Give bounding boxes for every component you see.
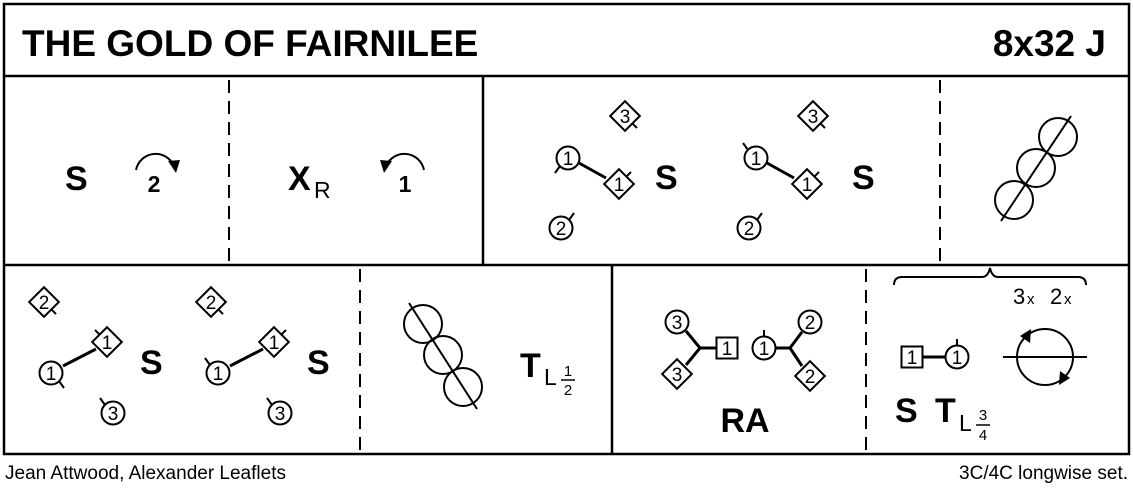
svg-text:3: 3 <box>620 107 631 128</box>
turn-letter: T <box>935 392 956 430</box>
reel-of-three-icon <box>403 302 483 410</box>
setting-label: S <box>852 159 875 197</box>
setting-label: S <box>307 344 330 382</box>
dancer-man-1: 1 <box>38 360 65 389</box>
turn-hand-subscript: L <box>959 410 972 436</box>
circle-turn-icon <box>1003 328 1087 386</box>
dancer-woman-2: 2 <box>195 286 227 318</box>
panel-bars-9-16: 3 1 1 2 S 3 1 1 2 <box>548 100 1078 241</box>
svg-text:1: 1 <box>102 333 113 354</box>
hands-link <box>578 161 607 180</box>
panel-bars-17-24: 2 1 1 3 S 2 1 1 3 <box>28 286 575 426</box>
svg-text:1: 1 <box>269 333 280 354</box>
dancer-woman-3: 3 <box>797 100 829 132</box>
dancer-man-1: 1 <box>944 339 970 370</box>
dancer-woman-1: 1 <box>900 345 924 369</box>
dancer-man-1: 1 <box>751 330 777 361</box>
dancer-woman-1: 1 <box>603 168 635 200</box>
svg-text:2: 2 <box>805 367 816 388</box>
turn-letter: T <box>520 347 541 385</box>
turn-clockwise-icon <box>135 152 180 173</box>
svg-text:1: 1 <box>952 348 963 369</box>
set-formation: 3C/4C longwise set. <box>959 463 1128 484</box>
dancer-woman-2: 2 <box>794 360 826 392</box>
turn-fraction-numerator: 3 <box>979 407 987 424</box>
dance-title: THE GOLD OF FAIRNILEE <box>22 23 478 64</box>
panel-bars-25-32: 3 3 1 1 2 2 RA <box>661 267 1087 444</box>
svg-text:1: 1 <box>759 339 770 360</box>
rights-and-lefts-label: RA <box>720 402 769 440</box>
svg-text:2: 2 <box>206 293 217 314</box>
turn-fraction-denominator: 2 <box>564 382 572 399</box>
dancer-man-1: 1 <box>554 145 581 174</box>
turn-fraction-denominator: 4 <box>979 427 987 444</box>
repeat-brace <box>893 267 1087 286</box>
dancer-woman-1: 1 <box>91 326 123 358</box>
dancer-man-2: 2 <box>548 212 575 241</box>
repeat-count-a: 3 <box>1013 284 1025 309</box>
setting-label: S <box>655 159 678 197</box>
dancer-woman-2: 2 <box>28 286 60 318</box>
cross-letter: X <box>288 160 311 198</box>
svg-text:1: 1 <box>563 149 574 170</box>
repeat-count-b-suffix: x <box>1064 291 1072 308</box>
dancer-woman-3: 3 <box>661 358 693 390</box>
turn-dancer-label: 2 <box>148 171 161 197</box>
svg-text:1: 1 <box>907 348 918 369</box>
panel-bars-1-8: S 2 X R 1 <box>65 152 425 203</box>
dancer-woman-1: 1 <box>258 326 290 358</box>
hands-link <box>229 347 264 368</box>
svg-text:2: 2 <box>556 219 567 240</box>
dancer-man-2: 2 <box>797 309 823 335</box>
turn-anticlockwise-icon <box>380 152 425 173</box>
svg-text:1: 1 <box>802 175 813 196</box>
dancer-man-3: 3 <box>664 309 690 335</box>
reel-of-three-icon <box>994 115 1078 222</box>
turn-fraction-numerator: 1 <box>564 363 572 380</box>
svg-text:1: 1 <box>751 149 762 170</box>
svg-text:1: 1 <box>722 339 733 360</box>
hands-across-link <box>775 331 804 367</box>
half-bar-dividers <box>228 80 941 451</box>
svg-text:3: 3 <box>672 313 683 334</box>
repeat-count-a-suffix: x <box>1027 291 1035 308</box>
svg-text:2: 2 <box>744 219 755 240</box>
hands-link <box>766 161 795 180</box>
card-frame <box>2 2 1131 456</box>
svg-text:1: 1 <box>614 175 625 196</box>
svg-text:3: 3 <box>108 404 119 425</box>
arrowhead <box>1059 371 1070 385</box>
setting-label: S <box>140 344 163 382</box>
turn-dancer-label: 1 <box>399 171 412 197</box>
dancer-man-3: 3 <box>266 397 293 426</box>
repeat-count-b: 2 <box>1050 284 1062 309</box>
dancer-man-1: 1 <box>742 142 769 171</box>
dance-formation: 8x32 J <box>993 23 1106 64</box>
svg-text:1: 1 <box>213 364 224 385</box>
devisers-credit: Jean Attwood, Alexander Leaflets <box>5 463 286 484</box>
setting-label: S <box>65 160 88 198</box>
turn-hand-subscript: L <box>544 364 557 390</box>
dancer-woman-1: 1 <box>715 336 739 360</box>
svg-text:2: 2 <box>39 293 50 314</box>
svg-text:1: 1 <box>46 364 57 385</box>
svg-text:2: 2 <box>805 313 816 334</box>
svg-text:3: 3 <box>275 404 286 425</box>
dancer-man-2: 2 <box>736 212 763 241</box>
svg-text:3: 3 <box>808 107 819 128</box>
hands-link <box>62 347 97 368</box>
svg-text:3: 3 <box>672 365 683 386</box>
cross-subscript: R <box>314 177 331 203</box>
dancer-man-1: 1 <box>204 357 231 386</box>
dancer-woman-3: 3 <box>609 100 641 132</box>
dancer-woman-1: 1 <box>791 168 823 200</box>
hands-across-link <box>684 330 716 366</box>
setting-label: S <box>895 392 918 430</box>
dancer-man-3: 3 <box>99 397 126 426</box>
arrowhead <box>1020 329 1031 343</box>
